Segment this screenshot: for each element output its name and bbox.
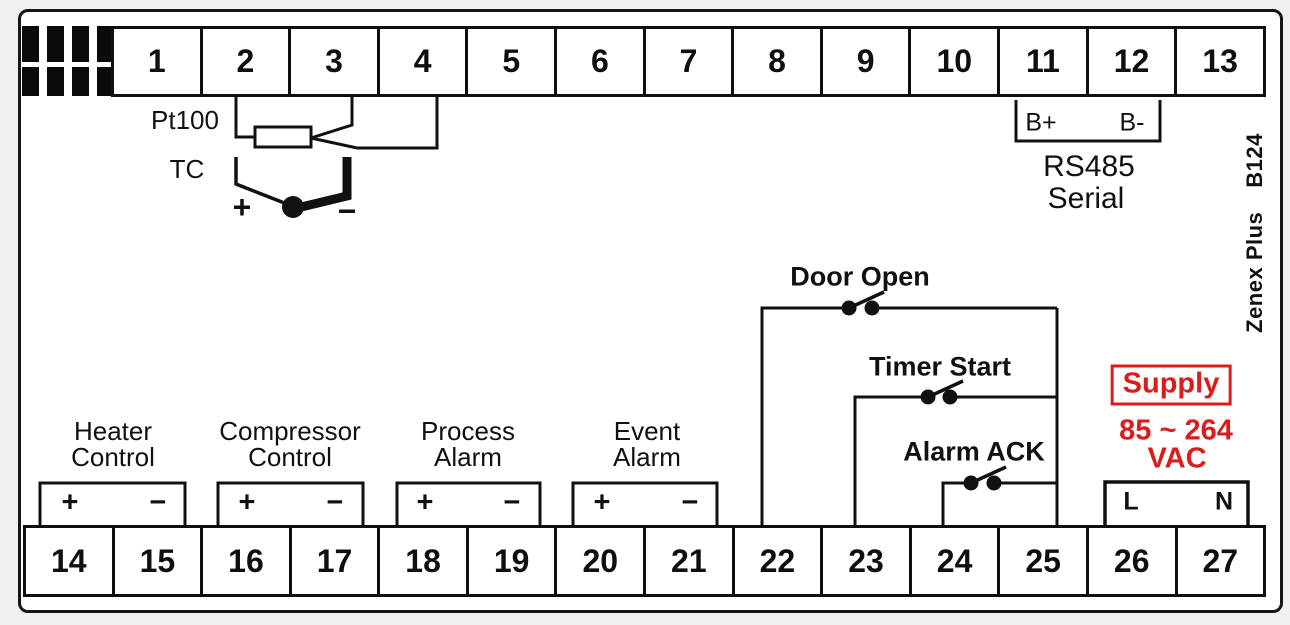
process-alarm-line2: Alarm (434, 442, 502, 472)
heater-minus: − (149, 486, 167, 519)
terminal-8: 8 (731, 26, 823, 97)
process-alarm-plus: + (416, 486, 434, 519)
supply-voltage-range: 85 ~ 264 (1119, 414, 1233, 447)
terminal-14: 14 (23, 525, 115, 597)
terminal-11: 11 (997, 26, 1089, 97)
key-block (97, 67, 114, 96)
diagram-frame (18, 9, 1283, 613)
supply-title: Supply (1110, 364, 1232, 406)
compressor-control-line2: Control (248, 442, 332, 472)
bottom-terminal-strip: 14 15 16 17 18 19 20 21 22 23 24 25 26 2… (23, 525, 1267, 597)
rs485-type-label: Serial (1047, 182, 1125, 215)
event-alarm-minus: − (681, 486, 699, 519)
terminal-21: 21 (643, 525, 735, 597)
supply-line-label: L (1123, 487, 1139, 516)
terminal-17: 17 (288, 525, 381, 597)
connector-key-pattern (22, 26, 114, 96)
tc-plus-label: + (232, 189, 252, 225)
supply-neutral-label: N (1214, 487, 1234, 516)
terminal-18: 18 (377, 525, 469, 597)
key-block (22, 67, 39, 96)
terminal-10: 10 (908, 26, 1001, 97)
event-alarm-label: Event Alarm (613, 418, 681, 470)
process-alarm-line1: Process (421, 416, 515, 446)
process-alarm-label: Process Alarm (421, 418, 515, 470)
model-branding: Zenex Plus B124 (1242, 133, 1267, 333)
terminal-27: 27 (1174, 525, 1267, 597)
terminal-1: 1 (111, 26, 203, 97)
terminal-9: 9 (819, 26, 912, 97)
key-block (47, 26, 64, 62)
alarm-ack-label: Alarm ACK (903, 436, 1045, 467)
compressor-minus: − (326, 486, 344, 519)
event-alarm-line1: Event (613, 416, 681, 446)
tc-label: TC (169, 154, 205, 184)
terminal-20: 20 (554, 525, 647, 597)
event-alarm-plus: + (593, 486, 611, 519)
rs485-name-label: RS485 (1043, 150, 1135, 183)
key-block (47, 67, 64, 96)
compressor-plus: + (238, 486, 256, 519)
terminal-23: 23 (820, 525, 912, 597)
terminal-16: 16 (200, 525, 292, 597)
heater-control-label: Heater Control (71, 418, 155, 470)
model-name: Zenex Plus (1242, 211, 1267, 333)
compressor-control-line1: Compressor (219, 416, 361, 446)
heater-control-line2: Control (71, 442, 155, 472)
terminal-24: 24 (908, 525, 1001, 597)
terminal-26: 26 (1085, 525, 1178, 597)
terminal-3: 3 (288, 26, 380, 97)
key-block (22, 26, 39, 62)
pt100-label: Pt100 (151, 105, 219, 135)
terminal-22: 22 (731, 525, 824, 597)
key-block (97, 26, 114, 62)
terminal-5: 5 (465, 26, 558, 97)
compressor-control-label: Compressor Control (219, 418, 361, 470)
terminal-7: 7 (642, 26, 735, 97)
rs485-b-plus-label: B+ (1025, 108, 1057, 137)
model-code: B124 (1242, 133, 1267, 188)
terminal-25: 25 (997, 525, 1089, 597)
terminal-2: 2 (199, 26, 292, 97)
timer-start-label: Timer Start (868, 351, 1012, 382)
terminal-6: 6 (554, 26, 646, 97)
terminal-13: 13 (1174, 26, 1266, 97)
process-alarm-minus: − (503, 486, 521, 519)
heater-control-line1: Heater (73, 416, 153, 446)
key-block (72, 26, 89, 62)
event-alarm-line2: Alarm (613, 442, 681, 472)
key-block (72, 67, 89, 96)
tc-minus-label: − (337, 193, 357, 229)
terminal-12: 12 (1085, 26, 1178, 97)
door-open-label: Door Open (790, 261, 930, 292)
terminal-19: 19 (465, 525, 558, 597)
terminal-15: 15 (111, 525, 204, 597)
supply-voltage-unit: VAC (1147, 442, 1207, 475)
terminal-4: 4 (376, 26, 469, 97)
heater-plus: + (61, 486, 79, 519)
rs485-b-minus-label: B- (1119, 108, 1145, 137)
top-terminal-strip: 1 2 3 4 5 6 7 8 9 10 11 12 13 (111, 26, 1266, 97)
